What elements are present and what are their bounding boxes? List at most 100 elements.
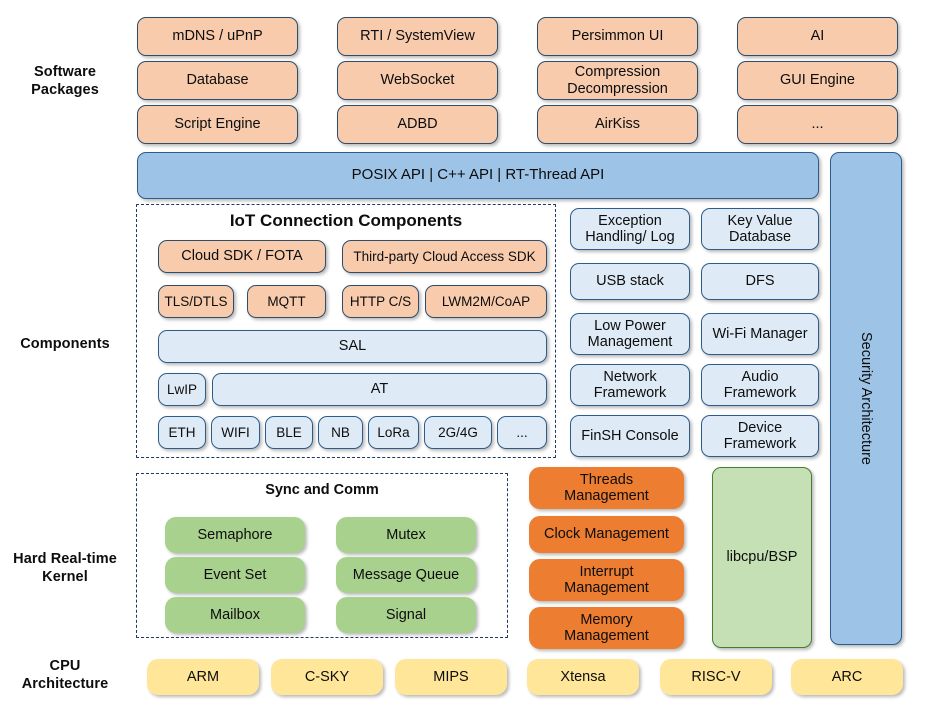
libcpu-bsp[interactable]: libcpu/BSP [712, 467, 812, 648]
component-key-value-database[interactable]: Key Value Database [701, 208, 819, 250]
api-bar-label: POSIX API | C++ API | RT-Thread API [351, 166, 605, 184]
kernel-interrupt-management[interactable]: Interrupt Management [529, 559, 684, 601]
security-architecture-label: Security Architecture [858, 332, 875, 465]
sync-semaphore[interactable]: Semaphore [165, 517, 305, 553]
iot-lwm2m-coap[interactable]: LWM2M/CoAP [425, 285, 547, 318]
sync-node-label: Signal [385, 606, 427, 623]
iot-mqtt[interactable]: MQTT [247, 285, 326, 318]
iot-node-label: LWM2M/CoAP [441, 293, 531, 309]
component-device-framework[interactable]: Device Framework [701, 415, 819, 457]
software-package-label: AI [810, 28, 825, 45]
row-label-kernel-line1: Hard Real-time [13, 551, 117, 567]
cpu-risc-v[interactable]: RISC-V [660, 659, 772, 695]
iot-http-cs[interactable]: HTTP C/S [342, 285, 419, 318]
api-bar[interactable]: POSIX API | C++ API | RT-Thread API [137, 152, 819, 199]
row-label-components: Components [0, 335, 130, 353]
iot-link-2g-4g[interactable]: 2G/4G [424, 416, 492, 449]
iot-lwip[interactable]: LwIP [158, 373, 206, 406]
software-package-label-line2: Decompression [567, 80, 668, 97]
kernel-memory-management[interactable]: Memory Management [529, 607, 684, 649]
component-label-line1: Wi-Fi Manager [712, 325, 808, 342]
security-architecture-column[interactable]: Security Architecture [830, 152, 902, 645]
software-package-label: Database [186, 72, 249, 89]
software-package-label: Script Engine [174, 116, 261, 133]
cpu-mips[interactable]: MIPS [395, 659, 507, 695]
cpu-arm[interactable]: ARM [147, 659, 259, 695]
sync-signal[interactable]: Signal [336, 597, 476, 633]
sync-node-label: Mailbox [210, 606, 260, 623]
software-package-label: Persimmon UI [571, 28, 664, 45]
component-label-line1: Key Value [727, 212, 793, 229]
component-low-power-management[interactable]: Low Power Management [570, 313, 690, 355]
component-exception-handling-log[interactable]: Exception Handling/ Log [570, 208, 690, 250]
sync-and-comm-group: Sync and Comm [136, 473, 508, 638]
sync-mutex[interactable]: Mutex [336, 517, 476, 553]
component-wifi-manager[interactable]: Wi-Fi Manager [701, 313, 819, 355]
sync-mailbox[interactable]: Mailbox [165, 597, 305, 633]
iot-node-label: SAL [338, 338, 367, 355]
iot-node-label: BLE [276, 424, 302, 440]
iot-tls-dtls[interactable]: TLS/DTLS [158, 285, 234, 318]
sync-message-queue[interactable]: Message Queue [336, 557, 476, 593]
iot-node-label: HTTP C/S [349, 293, 412, 309]
iot-node-label: Third-party Cloud Access SDK [353, 248, 536, 264]
cpu-node-label: MIPS [433, 668, 469, 685]
kernel-node-label-line2: Management [564, 580, 649, 596]
row-label-software-packages: Software Packages [0, 63, 130, 99]
component-label-line1: USB stack [596, 273, 664, 290]
iot-link-ble[interactable]: BLE [265, 416, 313, 449]
iot-node-label: MQTT [267, 293, 306, 309]
component-audio-framework[interactable]: Audio Framework [701, 364, 819, 406]
kernel-threads-management[interactable]: Threads Management [529, 467, 684, 509]
software-package-rti-systemview[interactable]: RTI / SystemView [337, 17, 498, 56]
iot-link-lora[interactable]: LoRa [368, 416, 419, 449]
software-package-compression-decompression[interactable]: Compression Decompression [537, 61, 698, 100]
component-label-line2: Framework [593, 385, 667, 401]
component-finsh-console[interactable]: FinSH Console [570, 415, 690, 457]
kernel-node-label-line1: Threads [579, 471, 634, 488]
component-network-framework[interactable]: Network Framework [570, 364, 690, 406]
component-usb-stack[interactable]: USB stack [570, 263, 690, 300]
libcpu-bsp-label: libcpu/BSP [726, 549, 798, 566]
iot-node-label: TLS/DTLS [164, 293, 228, 309]
iot-sal[interactable]: SAL [158, 330, 547, 363]
software-package-persimmon-ui[interactable]: Persimmon UI [537, 17, 698, 56]
cpu-arc[interactable]: ARC [791, 659, 903, 695]
cpu-xtensa[interactable]: Xtensa [527, 659, 639, 695]
component-label-line1: DFS [745, 273, 775, 290]
iot-node-label: WIFI [221, 424, 250, 440]
software-package-database[interactable]: Database [137, 61, 298, 100]
component-label-line1: Audio [741, 368, 779, 385]
software-package-airkiss[interactable]: AirKiss [537, 105, 698, 144]
component-dfs[interactable]: DFS [701, 263, 819, 300]
iot-link-eth[interactable]: ETH [158, 416, 206, 449]
iot-third-party-cloud-access-sdk[interactable]: Third-party Cloud Access SDK [342, 240, 547, 273]
sync-node-label: Message Queue [352, 566, 460, 583]
cpu-c-sky[interactable]: C-SKY [271, 659, 383, 695]
software-package-ai[interactable]: AI [737, 17, 898, 56]
iot-node-label: Cloud SDK / FOTA [181, 248, 303, 265]
iot-connection-components-group: IoT Connection Components [136, 204, 556, 458]
kernel-node-label-line1: Clock Management [544, 526, 669, 543]
software-package-script-engine[interactable]: Script Engine [137, 105, 298, 144]
software-package-label-line1: Compression [574, 64, 661, 81]
cpu-node-label: Xtensa [560, 668, 606, 685]
software-package-mdns-upnp[interactable]: mDNS / uPnP [137, 17, 298, 56]
iot-at[interactable]: AT [212, 373, 547, 406]
row-label-kernel-line2: Kernel [42, 569, 88, 586]
software-package-gui-engine[interactable]: GUI Engine [737, 61, 898, 100]
software-package-more[interactable]: ... [737, 105, 898, 144]
iot-cloud-sdk-fota[interactable]: Cloud SDK / FOTA [158, 240, 326, 273]
component-label-line2: Handling/ Log [585, 229, 675, 245]
software-package-websocket[interactable]: WebSocket [337, 61, 498, 100]
iot-link-wifi[interactable]: WIFI [211, 416, 260, 449]
kernel-clock-management[interactable]: Clock Management [529, 516, 684, 553]
sync-node-label: Semaphore [197, 526, 273, 543]
software-package-adbd[interactable]: ADBD [337, 105, 498, 144]
sync-event-set[interactable]: Event Set [165, 557, 305, 593]
iot-link-nb[interactable]: NB [318, 416, 363, 449]
kernel-node-label-line2: Management [564, 488, 649, 504]
iot-link-more[interactable]: ... [497, 416, 547, 449]
software-package-label: ADBD [397, 116, 438, 133]
